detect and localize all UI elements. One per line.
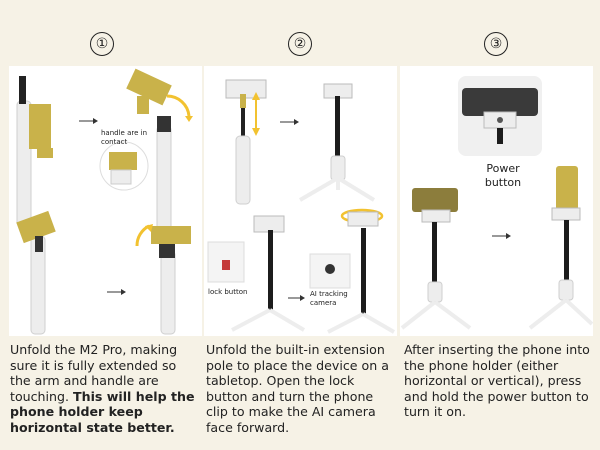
step-number-3: ③ (484, 32, 508, 56)
extend-arrow-icon (252, 92, 260, 136)
arrow-right-icon (79, 118, 98, 124)
arrow-right-icon (288, 295, 305, 301)
step-1-caption: Unfold the M2 Pro, making sure it is ful… (10, 342, 196, 436)
step-1-illustration (16, 68, 193, 335)
power-button-label: Power button (484, 162, 522, 189)
step-3-illustration-panel: Power button (400, 66, 593, 336)
step-2-illustration (207, 79, 396, 334)
step-number-1: ① (90, 32, 114, 56)
step-1-illustration-panel: handle are in contact (9, 66, 202, 336)
step-3-caption-text: After inserting the phone into the phone… (404, 342, 590, 420)
step-3-illustration (400, 76, 593, 330)
step-1-caption-text: Unfold the M2 Pro, making sure it is ful… (10, 342, 178, 404)
step-2-illustration-panel: lock button AI tracking camera (204, 66, 397, 336)
step-3-caption: After inserting the phone into the phone… (404, 342, 598, 420)
step-2-caption: Unfold the built-in extension pole to pl… (206, 342, 396, 436)
step-1-caption-bold: This will help the phone holder keep hor… (10, 388, 195, 435)
arrow-right-icon (107, 289, 126, 295)
lock-button-label: lock button (208, 288, 248, 296)
arrow-right-icon (280, 119, 299, 125)
handle-contact-label: handle are in contact (101, 129, 148, 146)
step-2-caption-text: Unfold the built-in extension pole to pl… (206, 342, 389, 435)
arrow-right-icon (492, 233, 511, 239)
step-number-2: ② (288, 32, 312, 56)
ai-tracking-camera-label: AI tracking camera (310, 290, 348, 307)
